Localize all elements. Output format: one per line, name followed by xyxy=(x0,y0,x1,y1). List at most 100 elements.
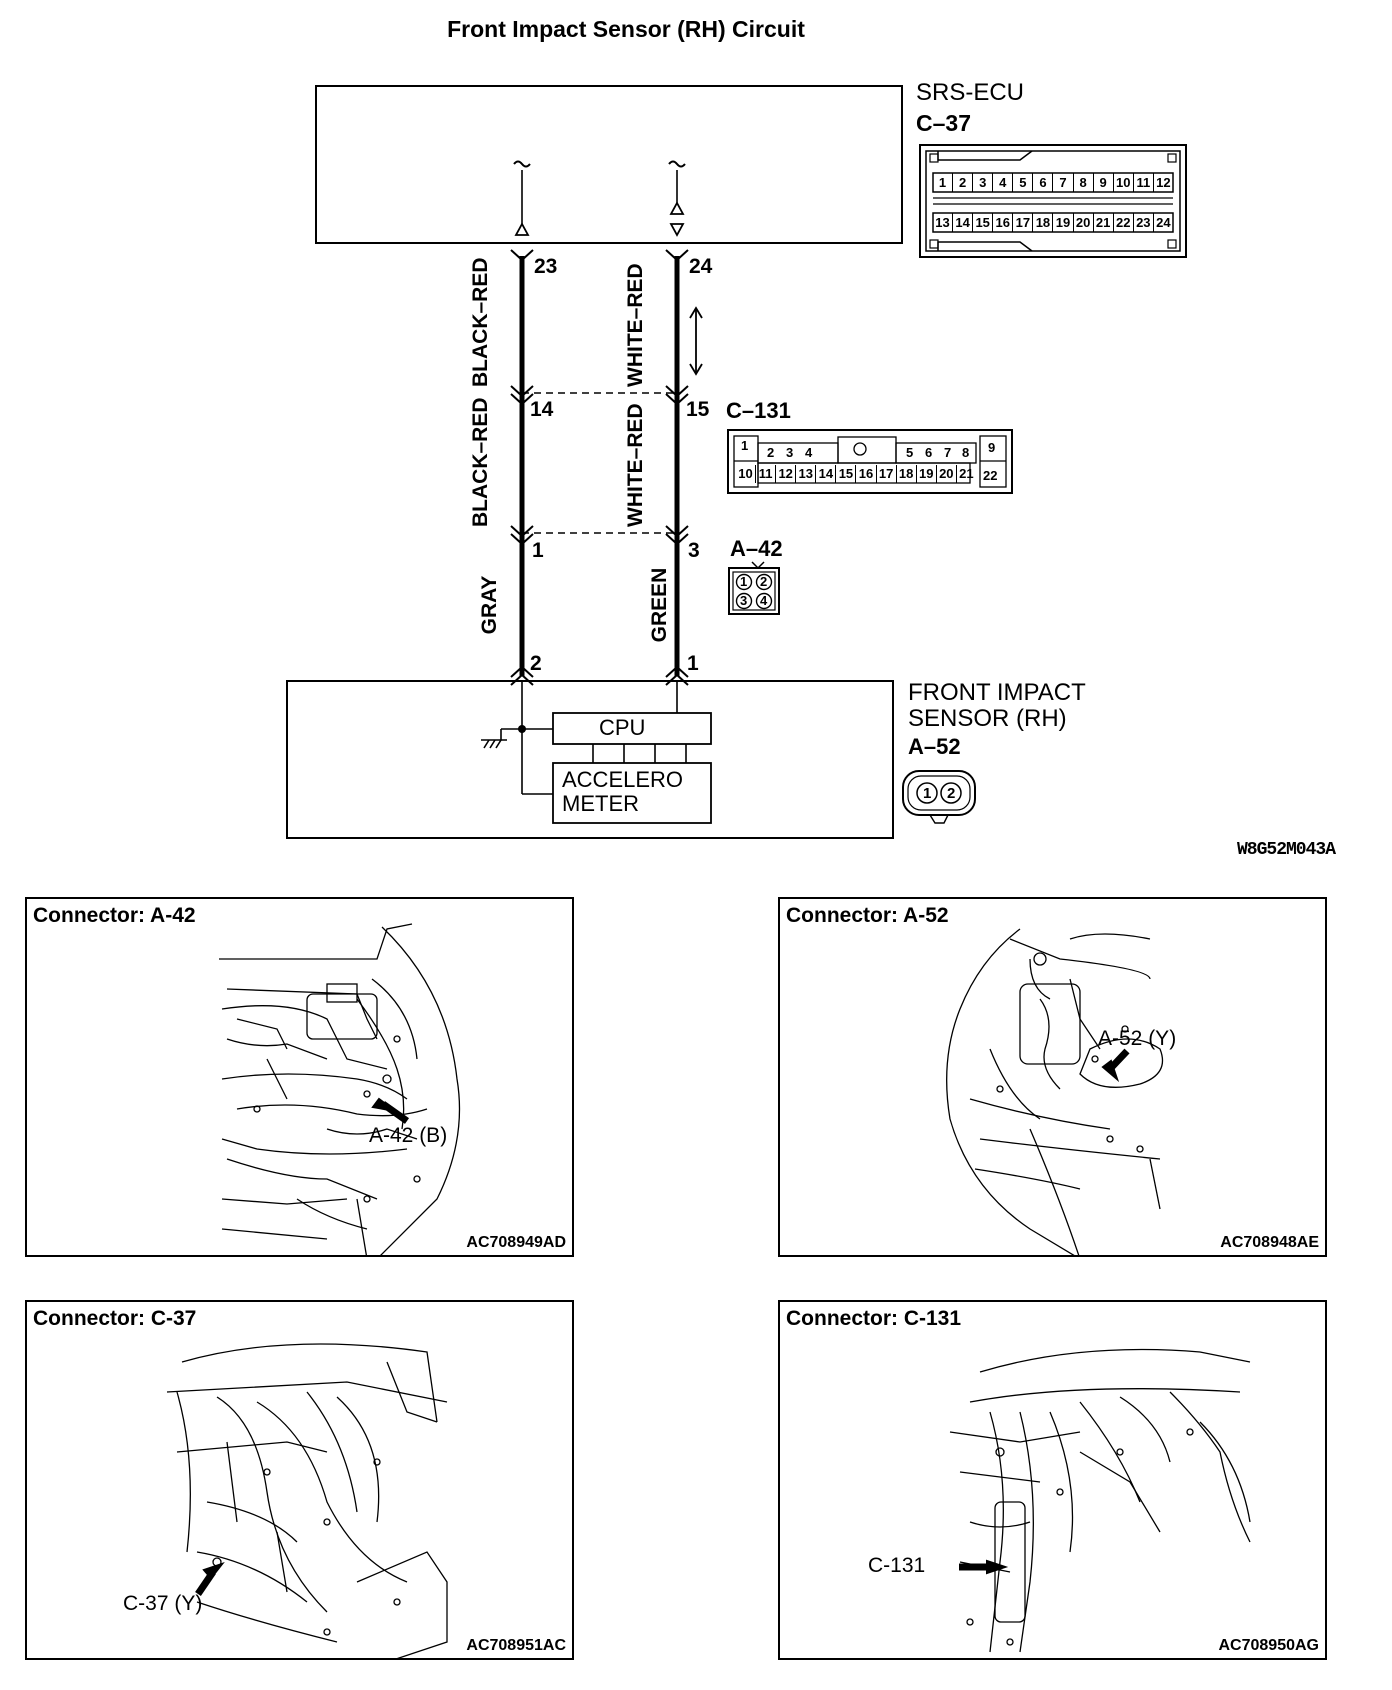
wire-label-right-middle: WHITE–RED xyxy=(624,403,647,527)
wire-label-left-lower: GRAY xyxy=(478,575,501,635)
pin-sensor-1: 1 xyxy=(687,652,699,675)
pin-a42-1: 1 xyxy=(532,539,544,562)
c131-pin-5: 5 xyxy=(906,445,914,460)
srs-ecu-label: SRS-ECU xyxy=(916,79,1025,106)
c131-pin-10: 10 xyxy=(736,465,757,483)
c131-pin-13: 13 xyxy=(796,465,817,483)
c37-pin-5: 5 xyxy=(1013,173,1034,192)
front-impact-sensor-box xyxy=(286,680,894,839)
wire-label-right-lower: GREEN xyxy=(648,567,671,643)
accelerometer-box xyxy=(552,762,712,824)
c37-pin-13: 13 xyxy=(933,213,954,232)
c37-pin-7: 7 xyxy=(1053,173,1074,192)
c37-pin-14: 14 xyxy=(953,213,974,232)
c131-pin-14: 14 xyxy=(816,465,837,483)
c131-pin-16: 16 xyxy=(856,465,877,483)
c131-pin-21: 21 xyxy=(959,466,974,481)
c37-pin-6: 6 xyxy=(1033,173,1054,192)
c37-label: C–37 xyxy=(916,110,971,136)
accelerometer-label-line2: METER xyxy=(562,791,639,816)
c131-connector-face xyxy=(727,429,1013,494)
a42-pin-1: 1 xyxy=(740,574,748,589)
panel-connector-a42: Connector: A-42 A-42 (B) AC708949AD xyxy=(25,897,574,1257)
c37-pin-24: 24 xyxy=(1156,215,1171,230)
c131-pin-3: 3 xyxy=(786,445,794,460)
c37-pin-1: 1 xyxy=(933,173,954,192)
ecu-signal-triangle-down xyxy=(669,223,685,237)
a42-label: A–42 xyxy=(730,536,783,561)
c131-pin-15: 15 xyxy=(836,465,857,483)
c131-pin-20: 20 xyxy=(937,465,957,483)
a42-pin-2: 2 xyxy=(760,574,768,589)
c37-pin-18: 18 xyxy=(1033,213,1054,232)
ecu-signal-triangle-up xyxy=(669,201,685,215)
pin-ecu-23: 23 xyxy=(534,255,558,278)
c37-pin-16: 16 xyxy=(993,213,1014,232)
c37-pin-15: 15 xyxy=(973,213,994,232)
bidirectional-arrow-icon xyxy=(689,306,703,376)
c131-pin-2: 2 xyxy=(767,445,775,460)
pin-c131-15: 15 xyxy=(686,398,710,421)
pin-sensor-2: 2 xyxy=(530,652,542,675)
callout-a52: A-52 (Y) xyxy=(1098,1027,1177,1050)
callout-a42: A-42 (B) xyxy=(369,1124,448,1147)
c37-connector-face xyxy=(919,144,1187,258)
cpu-label: CPU xyxy=(599,715,646,740)
panel-code-c37: AC708951AC xyxy=(466,1637,566,1654)
pin-a42-3: 3 xyxy=(688,539,700,562)
ecu-tilde-right xyxy=(668,160,686,168)
panel-title-a52: Connector: A-52 xyxy=(786,904,949,927)
c131-pin-18: 18 xyxy=(897,465,917,483)
arrow-icon xyxy=(1101,1059,1120,1083)
ecu-tilde-left xyxy=(513,160,531,168)
c37-pin-23: 23 xyxy=(1134,213,1154,232)
pin-c131-14: 14 xyxy=(530,398,554,421)
c131-pin-17: 17 xyxy=(877,465,897,483)
c37-pin-2: 2 xyxy=(953,173,974,192)
c131-pin-1: 1 xyxy=(741,438,749,453)
panel-connector-c131: Connector: C-131 C-131 AC708950AG xyxy=(778,1300,1327,1660)
a52-connector-face xyxy=(902,770,976,824)
c37-pin-4: 4 xyxy=(993,173,1014,192)
c37-pin-20: 20 xyxy=(1074,213,1094,232)
panel-connector-c37: Connector: C-37 C-37 (Y) AC708951AC xyxy=(25,1300,574,1660)
c37-pin-22: 22 xyxy=(1114,213,1134,232)
callout-c131: C-131 xyxy=(868,1554,926,1577)
panel-code-c131: AC708950AG xyxy=(1218,1637,1320,1654)
c131-pin-11: 11 xyxy=(756,465,777,483)
circuit-diagram xyxy=(286,85,1187,839)
srs-ecu-box xyxy=(315,85,903,244)
engine-bay-illustration-a52 xyxy=(946,928,1164,1255)
wire-label-right-upper: WHITE–RED xyxy=(624,263,647,387)
c131-pin-19: 19 xyxy=(917,465,937,483)
callout-c37: C-37 (Y) xyxy=(123,1592,203,1615)
c37-pin-3: 3 xyxy=(973,173,994,192)
c131-pin-8: 8 xyxy=(962,445,970,460)
figure-code: W8G52M043A xyxy=(1237,840,1336,860)
wire-label-left-middle: BLACK–RED xyxy=(469,397,492,527)
c131-pin-6: 6 xyxy=(925,445,933,460)
ground-icon xyxy=(481,729,507,749)
dashboard-illustration-c131 xyxy=(949,1348,1251,1653)
panel-title-a42: Connector: A-42 xyxy=(33,904,196,927)
c37-pin-8: 8 xyxy=(1074,173,1094,192)
c37-pin-19: 19 xyxy=(1053,213,1074,232)
panel-title-c37: Connector: C-37 xyxy=(33,1307,197,1330)
c37-pin-9: 9 xyxy=(1094,173,1114,192)
c131-pin-9: 9 xyxy=(988,440,996,455)
panel-title-c131: Connector: C-131 xyxy=(786,1307,962,1330)
dashboard-illustration-c37 xyxy=(166,1343,448,1658)
c37-pin-12: 12 xyxy=(1156,175,1171,190)
a42-pin-4: 4 xyxy=(760,593,768,608)
a52-label: A–52 xyxy=(908,734,961,759)
c131-pin-7: 7 xyxy=(944,445,952,460)
wire-label-left-upper: BLACK–RED xyxy=(469,257,492,387)
panel-connector-a52: Connector: A-52 A-52 (Y) AC708948AE xyxy=(778,897,1327,1257)
a52-pin-1: 1 xyxy=(923,785,932,802)
sensor-name-line1: FRONT IMPACT xyxy=(908,679,1086,706)
c131-pin-12: 12 xyxy=(776,465,797,483)
cpu-box xyxy=(552,712,712,745)
